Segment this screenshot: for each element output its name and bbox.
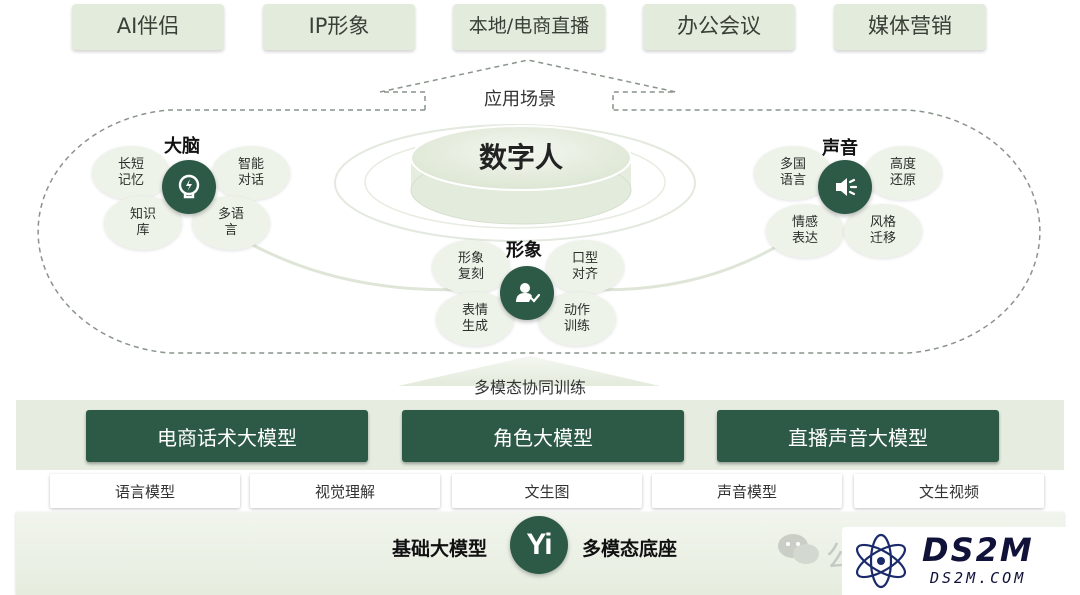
big-model-live-voice: 直播声音大模型 <box>717 410 999 462</box>
voice-petal-fidelity: 高度还原 <box>864 146 942 200</box>
watermark-box: DS2M DS2M.COM <box>842 527 1080 595</box>
brain-petal-memory: 长短记忆 <box>92 146 170 200</box>
big-model-ecommerce-script: 电商话术大模型 <box>86 410 368 462</box>
image-title: 形象 <box>506 240 542 261</box>
center-disk-outer-ring <box>334 124 696 242</box>
image-petal-lipsync: 口型对齐 <box>546 240 624 294</box>
brain-hub <box>162 160 216 214</box>
atom-logo-icon <box>855 533 907 589</box>
scenario-ai-companion: AI伴侣 <box>72 4 224 50</box>
watermark-url: DS2M.COM <box>930 569 1027 587</box>
scenario-media-marketing: 媒体营销 <box>834 4 986 50</box>
big-model-character: 角色大模型 <box>402 410 684 462</box>
training-label: 多模态协同训练 <box>473 378 586 397</box>
scenario-ip-image: IP形象 <box>263 4 415 50</box>
center-title: 数字人 <box>478 141 563 174</box>
scenario-office-meeting: 办公会议 <box>643 4 795 50</box>
voice-hub <box>818 160 872 214</box>
brain-title: 大脑 <box>164 136 200 157</box>
voice-petal-style: 风格迁移 <box>844 204 922 258</box>
wechat-icon <box>778 534 819 564</box>
upward-dashed-arrow <box>379 59 677 110</box>
sub-model-audio: 声音模型 <box>652 474 842 508</box>
sub-model-text-to-video: 文生视频 <box>854 474 1044 508</box>
foundation-right-label: 多模态底座 <box>582 538 678 560</box>
yi-logo: Yi <box>510 516 568 574</box>
voice-petal-languages: 多国语言 <box>754 146 832 200</box>
voice-title: 声音 <box>822 138 858 159</box>
image-petal-motion: 动作训练 <box>538 292 616 346</box>
scenario-section-label: 应用场景 <box>438 88 602 112</box>
brain-petal-dialogue: 智能对话 <box>212 146 290 200</box>
foundation-left-label: 基础大模型 <box>392 538 488 560</box>
sub-model-text-to-image: 文生图 <box>452 474 642 508</box>
voice-petal-emotion: 情感表达 <box>766 204 844 258</box>
sub-model-language: 语言模型 <box>50 474 240 508</box>
image-hub <box>500 266 554 320</box>
person-icon <box>516 283 541 303</box>
image-petal-expression: 表情生成 <box>436 292 514 346</box>
scenario-live-commerce: 本地/电商直播 <box>453 4 605 50</box>
image-petal-replication: 形象复刻 <box>432 240 510 294</box>
brain-bulb-icon <box>178 174 200 199</box>
sub-model-vision: 视觉理解 <box>250 474 440 508</box>
training-arrow <box>398 356 660 386</box>
watermark-brand: DS2M <box>922 531 1034 569</box>
yi-logo-text: Yi <box>526 528 552 561</box>
center-disk-top <box>410 125 632 191</box>
outer-dashed-oval <box>37 109 1041 354</box>
speaker-icon <box>836 178 858 196</box>
